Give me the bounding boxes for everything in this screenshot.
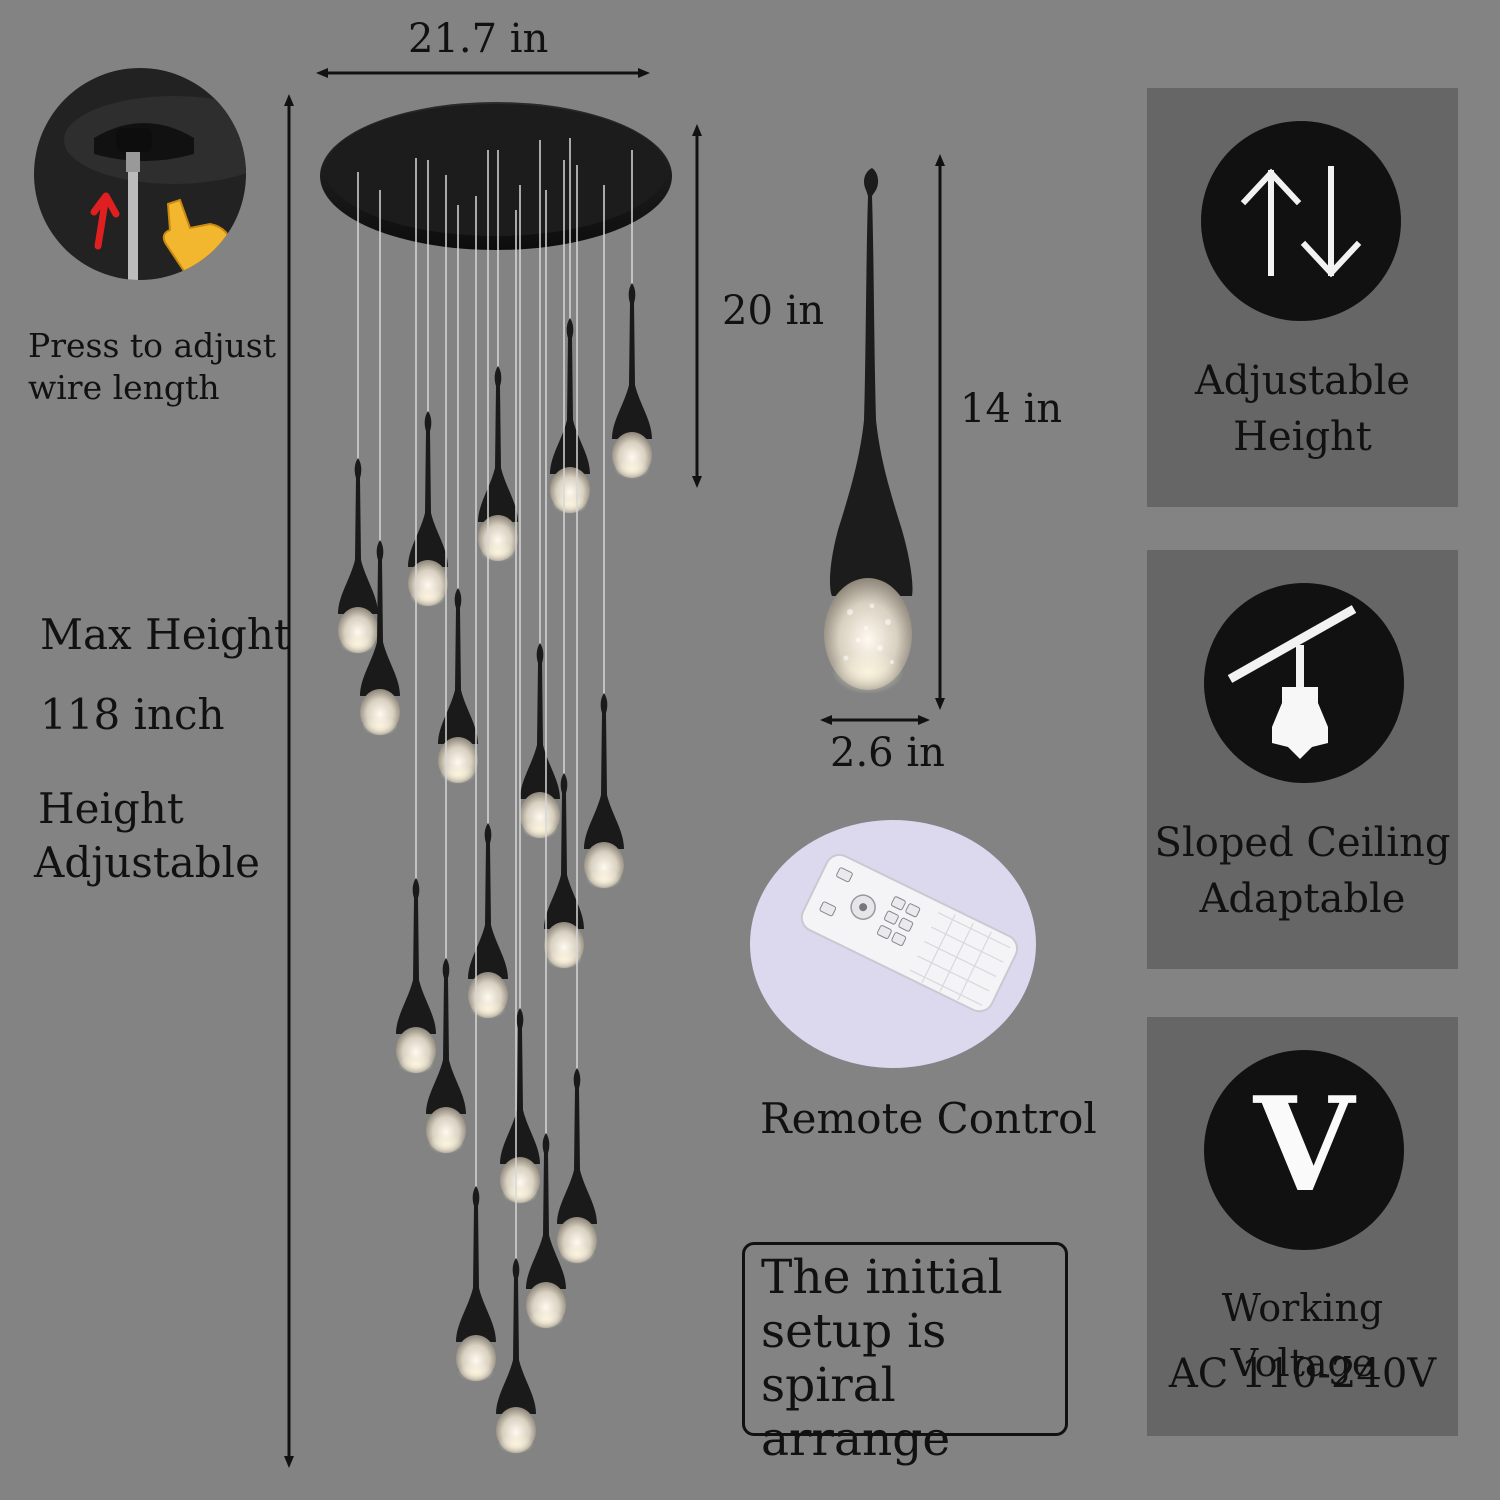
single-pendant-detail	[824, 168, 913, 694]
pendant-body	[468, 823, 508, 979]
pendant-body	[526, 1133, 566, 1289]
pendant-glow	[528, 1309, 564, 1329]
pendant-glow	[398, 1054, 434, 1074]
pendant-body	[557, 1068, 597, 1224]
pendant-body	[544, 773, 584, 929]
feature-3-line2: AC 110-240V	[1168, 1351, 1437, 1397]
pendant-glow	[559, 1244, 595, 1264]
adjust-hint-line2: wire length	[28, 368, 220, 407]
pendant-body	[584, 693, 624, 849]
feature-2-line1: Sloped Ceiling	[1154, 820, 1451, 866]
pendant-body	[500, 1008, 540, 1164]
drop-label: 20 in	[722, 288, 825, 334]
adjust-hint-line1: Press to adjust	[28, 326, 276, 365]
pendant-glow	[440, 764, 476, 784]
pendant-body	[520, 643, 560, 799]
pendant-glow	[458, 1362, 494, 1382]
wire-adjust-detail	[34, 68, 246, 280]
width-label: 21.7 in	[408, 16, 549, 62]
feature-2-line2: Adaptable	[1199, 876, 1406, 922]
pendant-group	[338, 138, 652, 1454]
pendant-body	[426, 958, 466, 1114]
pendant-body	[438, 588, 478, 744]
pendant-glow	[552, 494, 588, 514]
max-height-value: 118 inch	[40, 690, 225, 739]
feature-1-line1: Adjustable	[1194, 358, 1411, 404]
feature-1-line2: Height	[1233, 414, 1372, 460]
feature-panel-adjustable-height: Adjustable Height	[1147, 88, 1458, 507]
feature-panel-sloped-ceiling: Sloped Ceiling Adaptable	[1147, 550, 1458, 969]
voltage-v-glyph: V	[1253, 1068, 1355, 1221]
pointing-hand-icon	[162, 198, 233, 280]
feature-3-line1: Working Voltage	[1221, 1286, 1384, 1385]
pendant-glow	[586, 869, 622, 889]
sloped-ceiling-pendant-icon	[1204, 583, 1404, 783]
up-down-arrows-icon	[1201, 121, 1401, 321]
pendant-body	[360, 540, 400, 696]
pendant-height-label: 14 in	[960, 386, 1063, 432]
pendant-glow	[502, 1184, 538, 1204]
height-adjustable-line2: Adjustable	[34, 838, 260, 887]
pendant-body	[612, 283, 652, 439]
pendant-glow	[546, 949, 582, 969]
pendant-body	[338, 458, 378, 614]
remote-caption: Remote Control	[760, 1094, 1097, 1143]
pendant-width-label: 2.6 in	[830, 730, 945, 776]
voltage-v-icon: V	[1204, 1050, 1404, 1250]
pendant-glow	[498, 1434, 534, 1454]
pendant-body	[550, 318, 590, 474]
remote-control-image	[750, 820, 1036, 1068]
pendant-glow	[428, 1134, 464, 1154]
feature-panel-working-voltage: V Working Voltage AC 110-240V	[1147, 1017, 1458, 1436]
pendant-body	[496, 1258, 536, 1414]
pendant-glow	[362, 716, 398, 736]
height-adjustable-line1: Height	[38, 784, 184, 833]
pendant-body	[408, 411, 448, 567]
setup-note-text: The initial setup is spiral arrange	[761, 1250, 1003, 1467]
pendant-glow	[614, 459, 650, 479]
max-height-title: Max Height	[40, 610, 291, 659]
pendant-glow	[470, 999, 506, 1019]
pendant-body	[396, 878, 436, 1034]
red-arrow-icon	[90, 192, 120, 250]
pendant-glow	[480, 542, 516, 562]
pendant-glow	[522, 819, 558, 839]
pendant-body	[478, 366, 518, 522]
setup-note: The initial setup is spiral arrange	[742, 1242, 1068, 1467]
pendant-body	[456, 1186, 496, 1342]
pendant-glow	[340, 634, 376, 654]
pendant-glow	[410, 587, 446, 607]
